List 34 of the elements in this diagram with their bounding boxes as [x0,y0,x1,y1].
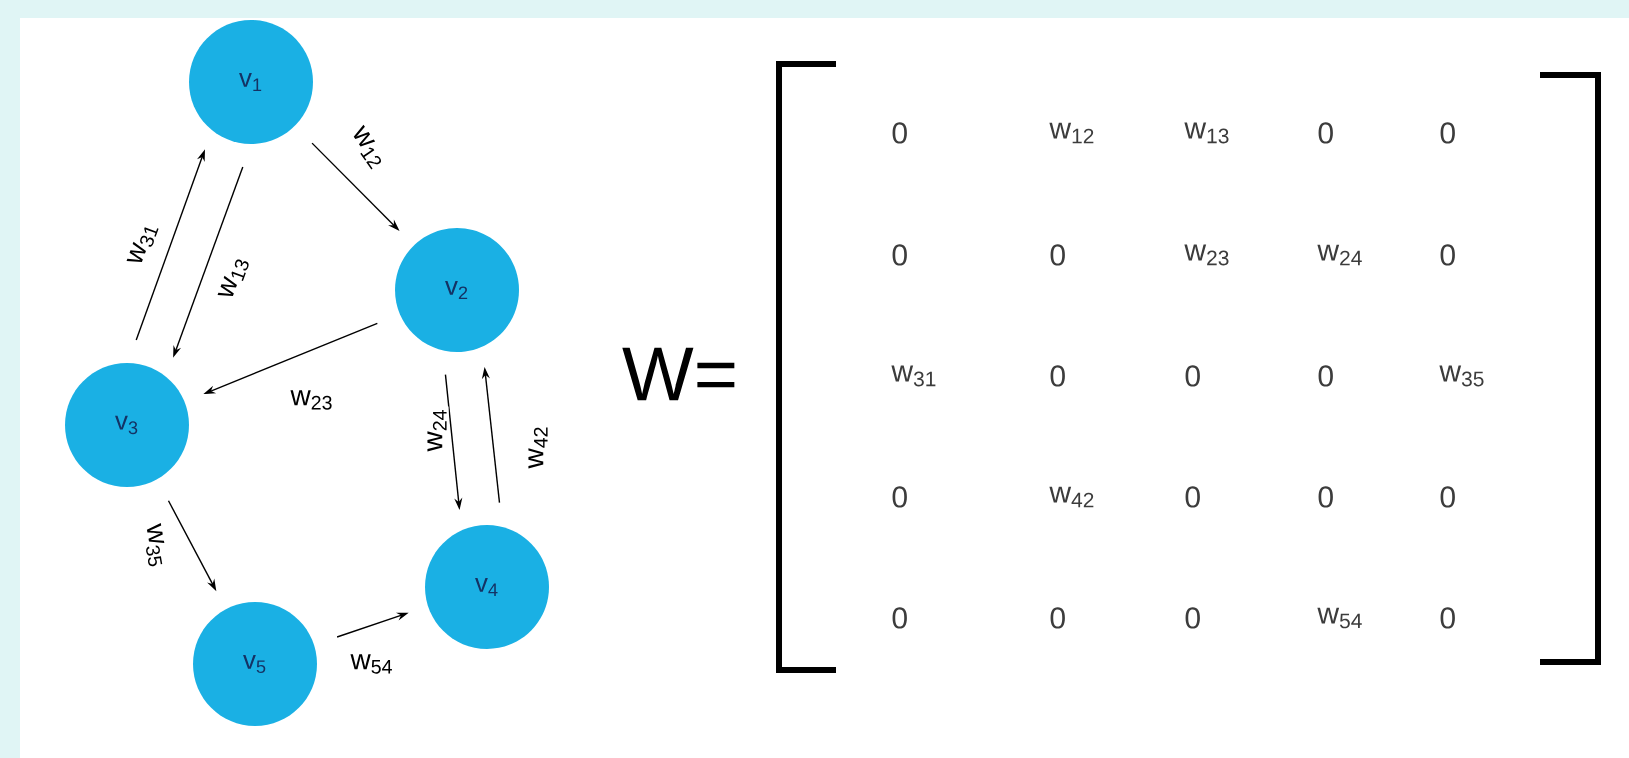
matrix-entry: w$_{23}$ [1184,244,1229,266]
edge-label: w$_{42}$ [526,423,550,471]
edge-label: w$_{13}$ [215,251,253,305]
matrix-entry: 0 [1050,607,1065,629]
matrix-entry: 0 [892,607,907,629]
edge-label: w$_{24}$ [425,406,449,454]
matrix-entry: 0 [1185,486,1200,508]
matrix-entry: 0 [1318,486,1333,508]
matrix-entry: 0 [1440,122,1455,144]
matrix-entry: 0 [892,122,907,144]
edge-label: w$_{23}$ [288,388,336,412]
matrix-entry: 0 [892,486,907,508]
matrix-entry: w$_{12}$ [1049,122,1094,144]
matrix-entry: w$_{42}$ [1049,486,1094,508]
matrix-name: W= [622,347,735,401]
matrix-entry: 0 [1050,244,1065,266]
matrix-entry: w$_{24}$ [1317,244,1362,266]
matrix-entry: 0 [1050,365,1065,387]
matrix-entry: 0 [1440,486,1455,508]
matrix-entry: w$_{13}$ [1184,122,1229,144]
edge-label: w$_{35}$ [139,520,171,572]
matrix-entry: w$_{35}$ [1439,365,1484,387]
matrix-entry: w$_{54}$ [1317,607,1362,629]
matrix-entry: 0 [1440,244,1455,266]
edge-label: w$_{54}$ [348,652,396,676]
matrix-entry: w$_{31}$ [891,365,936,387]
matrix-entry: 0 [1318,365,1333,387]
matrix-entry: 0 [1185,607,1200,629]
matrix-entry: 0 [892,244,907,266]
edge-label: w$_{12}$ [345,122,391,174]
edge-label: w$_{31}$ [124,217,162,271]
matrix-entry: 0 [1440,607,1455,629]
matrix-entry: 0 [1318,122,1333,144]
matrix-entry: 0 [1185,365,1200,387]
